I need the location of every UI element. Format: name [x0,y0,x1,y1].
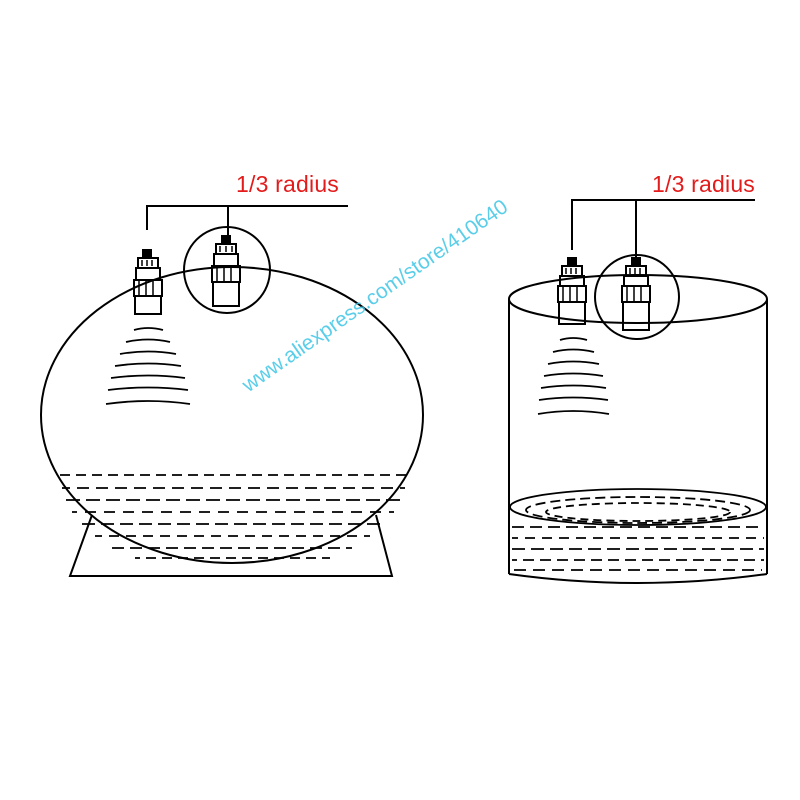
tank-stand [68,514,394,577]
cylinder-walls [508,299,768,574]
dimension-line-left [146,205,348,238]
sensor-right-b [621,257,651,331]
sensor-left-b [211,235,241,307]
spherical-tank [40,205,424,577]
radius-label-right: 1/3 radius [652,171,756,197]
sensor-left-a [133,249,163,315]
cylinder-bottom [508,573,768,584]
liquid-right [509,488,767,571]
cylinder-top [508,274,768,324]
sound-waves-left [105,327,191,405]
cylindrical-tank [508,199,768,584]
radius-label-left: 1/3 radius [236,171,340,197]
dimension-line-right [571,199,755,260]
sensor-right-a [557,257,587,325]
sound-waves-right [537,337,610,415]
liquid-left [60,474,408,559]
mount-circle-right [594,254,680,340]
